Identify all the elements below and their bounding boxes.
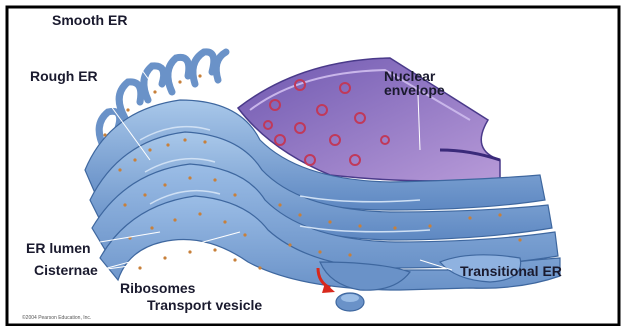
label-transitional-er: Transitional ER [460, 263, 562, 279]
transport-vesicle [336, 293, 364, 311]
label-rough-er: Rough ER [30, 68, 98, 84]
label-nuclear-envelope-line2: envelope [384, 82, 445, 98]
copyright-notice: ©2004 Pearson Education, Inc. [22, 315, 91, 321]
label-cisternae: Cisternae [34, 262, 98, 278]
label-transport-vesicle: Transport vesicle [147, 297, 262, 313]
label-ribosomes: Ribosomes [120, 280, 195, 296]
label-er-lumen: ER lumen [26, 240, 91, 256]
label-smooth-er: Smooth ER [52, 12, 127, 28]
